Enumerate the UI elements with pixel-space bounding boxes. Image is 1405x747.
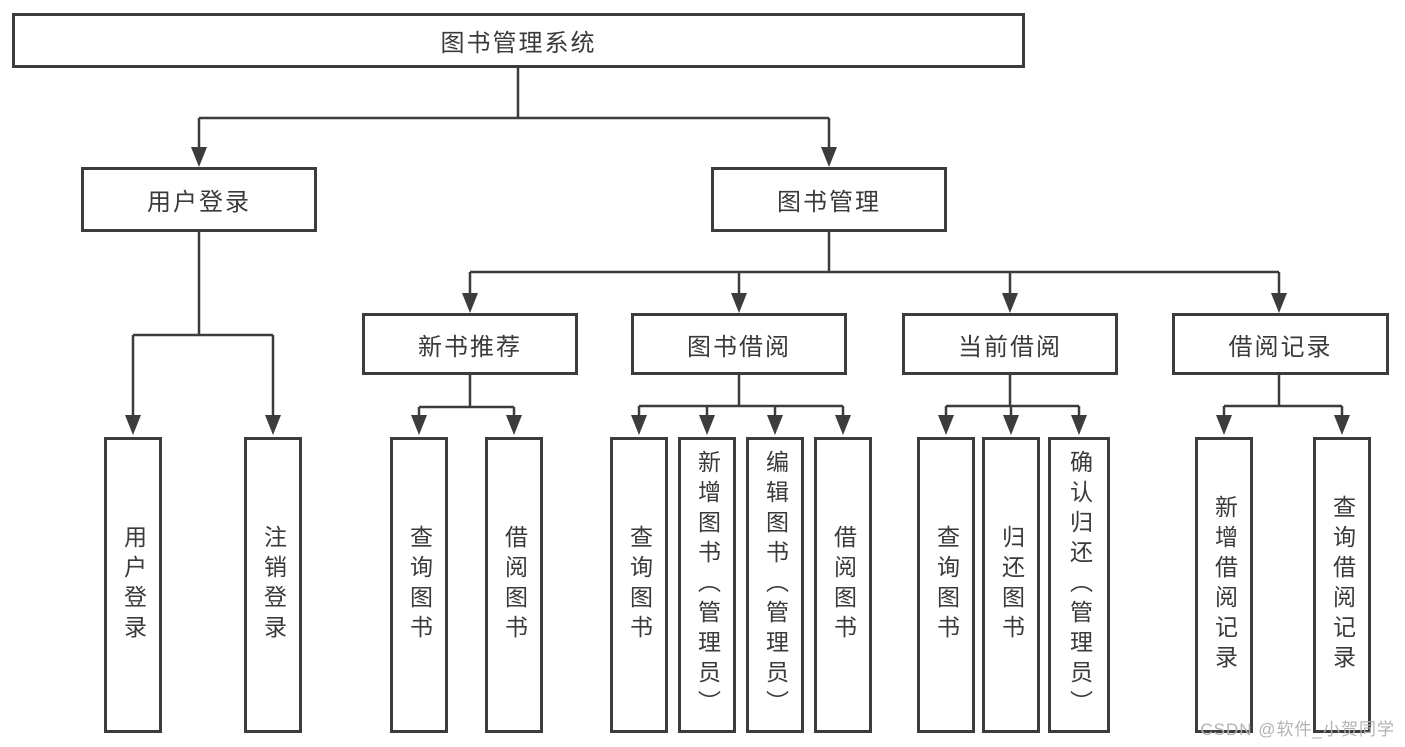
arrowhead-icon [699, 415, 715, 435]
leaf-label: 新增借阅记录 [1211, 495, 1238, 675]
leaf-label: 查询图书 [406, 525, 433, 645]
leaf-label: 编辑图书（管理员） [762, 450, 789, 720]
arrowhead-icon [767, 415, 783, 435]
leaf-label: 查询图书 [626, 525, 653, 645]
arrowhead-icon [731, 293, 747, 313]
leaf-records-add-borrow-record: 新增借阅记录 [1195, 437, 1253, 733]
node-borrowing-records: 借阅记录 [1172, 313, 1389, 375]
leaf-label: 借阅图书 [830, 525, 857, 645]
leaf-current-confirm-return-admin: 确认归还（管理员） [1048, 437, 1110, 733]
leaf-recommend-query-books: 查询图书 [390, 437, 448, 733]
leaf-label: 归还图书 [998, 525, 1025, 645]
leaf-label: 确认归还（管理员） [1066, 450, 1093, 720]
arrowhead-icon [938, 415, 954, 435]
node-book-borrowing: 图书借阅 [631, 313, 847, 375]
arrowhead-icon [411, 415, 427, 435]
node-book-management-system: 图书管理系统 [12, 13, 1025, 68]
leaf-label: 注销登录 [260, 525, 287, 645]
leaf-records-query-borrow-record: 查询借阅记录 [1313, 437, 1371, 733]
leaf-user-login: 用户登录 [104, 437, 162, 733]
arrowhead-icon [265, 415, 281, 435]
arrowhead-icon [1216, 415, 1232, 435]
arrowhead-icon [462, 293, 478, 313]
leaf-label: 用户登录 [120, 525, 147, 645]
leaf-borrow-edit-books-admin: 编辑图书（管理员） [746, 437, 804, 733]
watermark-text: CSDN @软件_小贺同学 [1200, 720, 1395, 739]
node-current-borrowing: 当前借阅 [902, 313, 1118, 375]
leaf-borrow-add-books-admin: 新增图书（管理员） [678, 437, 736, 733]
arrowhead-icon [1002, 293, 1018, 313]
arrowhead-icon [1071, 415, 1087, 435]
leaf-label: 查询图书 [933, 525, 960, 645]
arrowhead-icon [125, 415, 141, 435]
arrowhead-icon [191, 147, 207, 167]
leaf-label: 借阅图书 [501, 525, 528, 645]
leaf-current-query-books: 查询图书 [917, 437, 975, 733]
leaf-logout: 注销登录 [244, 437, 302, 733]
node-user-login: 用户登录 [81, 167, 317, 232]
leaf-recommend-borrow-books: 借阅图书 [485, 437, 543, 733]
arrowhead-icon [835, 415, 851, 435]
leaf-current-return-books: 归还图书 [982, 437, 1040, 733]
leaf-label: 新增图书（管理员） [694, 450, 721, 720]
leaf-label: 查询借阅记录 [1329, 495, 1356, 675]
arrowhead-icon [506, 415, 522, 435]
leaf-borrow-query-books: 查询图书 [610, 437, 668, 733]
arrowhead-icon [1334, 415, 1350, 435]
node-book-management: 图书管理 [711, 167, 947, 232]
arrowhead-icon [821, 147, 837, 167]
arrowhead-icon [1003, 415, 1019, 435]
arrowhead-icon [1271, 293, 1287, 313]
node-new-book-recommendation: 新书推荐 [362, 313, 578, 375]
arrowhead-icon [631, 415, 647, 435]
leaf-borrow-borrow-books: 借阅图书 [814, 437, 872, 733]
